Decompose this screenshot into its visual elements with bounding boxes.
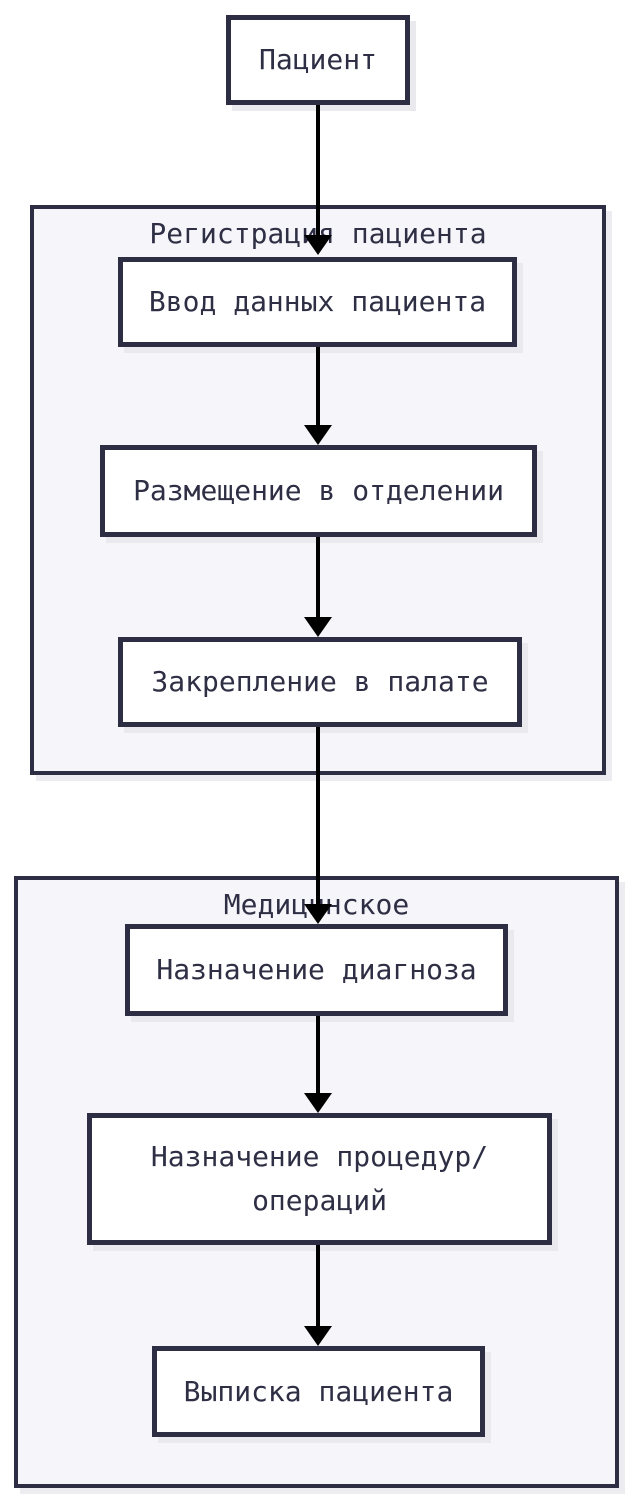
node-diagnosis-assignment: Назначение диагноза bbox=[125, 924, 508, 1016]
arrow-line bbox=[316, 105, 320, 235]
node-enter-patient-data-label: Ввод данных пациента bbox=[148, 285, 487, 318]
node-procedures-operations-label: Назначение процедур/ операций bbox=[150, 1140, 489, 1217]
node-enter-patient-data: Ввод данных пациента bbox=[118, 257, 517, 347]
arrow-line bbox=[316, 727, 320, 904]
node-patient-label: Пациент bbox=[258, 43, 377, 76]
node-department-placement: Размещение в отделении bbox=[100, 445, 537, 537]
flow-arrow-ward-to-diagnosis bbox=[304, 727, 332, 924]
flow-arrow-patient-to-registration bbox=[304, 105, 332, 255]
node-diagnosis-assignment-label: Назначение диагноза bbox=[156, 953, 477, 986]
arrowhead-down-icon bbox=[304, 235, 332, 255]
arrow-line bbox=[316, 1245, 320, 1326]
node-patient-discharge-label: Выписка пациента bbox=[183, 1374, 454, 1408]
arrowhead-down-icon bbox=[304, 1093, 332, 1113]
flow-arrow-procedures-to-discharge bbox=[304, 1245, 332, 1346]
arrowhead-down-icon bbox=[304, 425, 332, 445]
arrow-line bbox=[316, 1016, 320, 1093]
arrowhead-down-icon bbox=[304, 1326, 332, 1346]
arrowhead-down-icon bbox=[304, 617, 332, 637]
node-patient-discharge: Выписка пациента bbox=[152, 1346, 485, 1437]
flow-arrow-diagnosis-to-procedures bbox=[304, 1016, 332, 1113]
arrowhead-down-icon bbox=[304, 904, 332, 924]
node-ward-assignment: Закрепление в палате bbox=[118, 637, 522, 727]
arrow-line bbox=[316, 537, 320, 617]
node-procedures-operations: Назначение процедур/ операций bbox=[87, 1113, 552, 1245]
flow-arrow-department-to-ward bbox=[304, 537, 332, 637]
flow-arrow-data-to-department bbox=[304, 347, 332, 445]
arrow-line bbox=[316, 347, 320, 425]
node-ward-assignment-label: Закрепление в палате bbox=[151, 665, 489, 698]
node-department-placement-label: Размещение в отделении bbox=[133, 474, 504, 507]
node-patient: Пациент bbox=[226, 15, 410, 105]
